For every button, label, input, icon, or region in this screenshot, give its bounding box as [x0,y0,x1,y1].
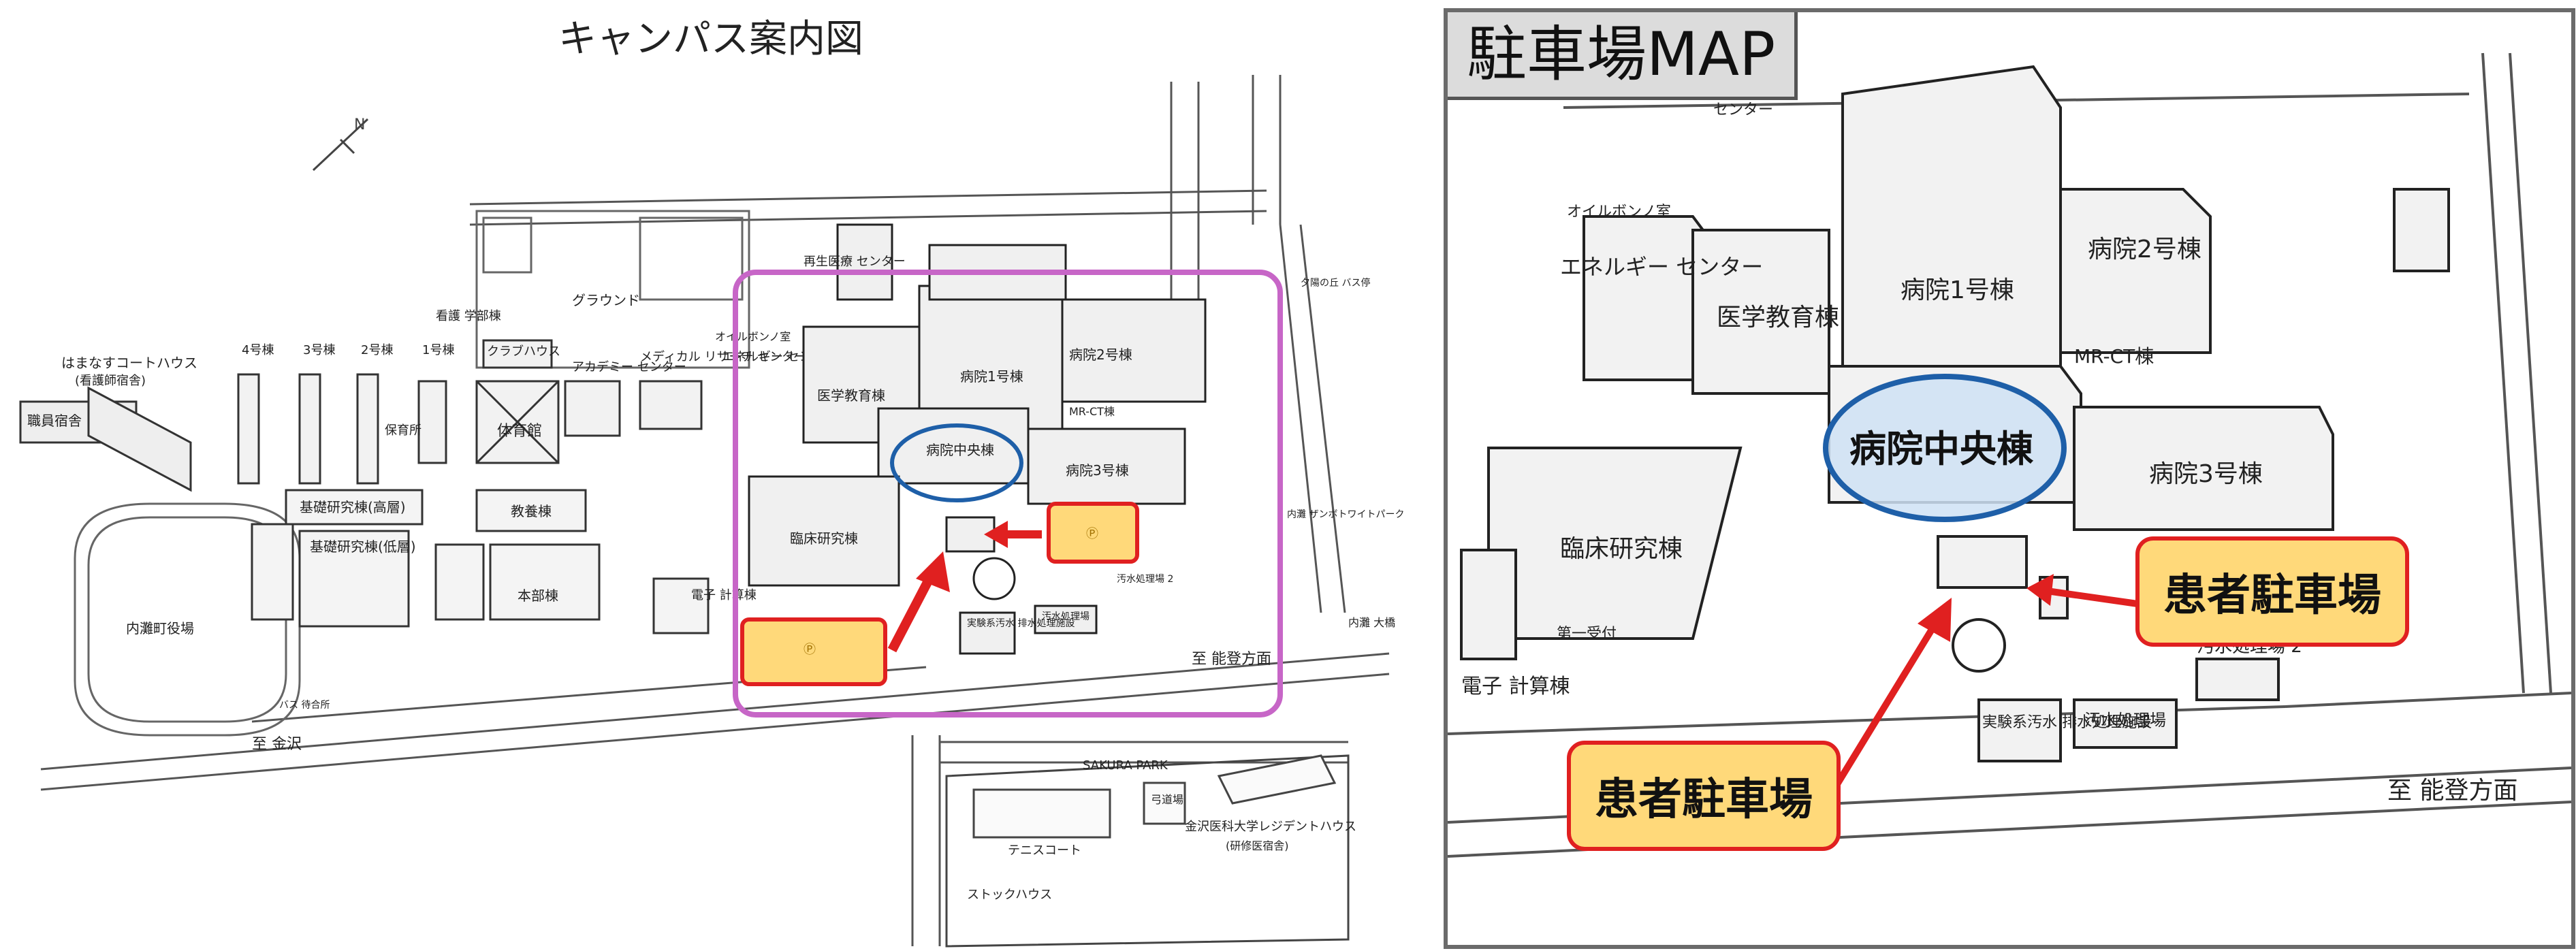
hamanasu-court-building [19,386,192,492]
campus-map-title: キャンパス案内図 [558,17,863,61]
central-building-marker [890,423,1023,502]
numbered-buildings [237,373,447,485]
label-to-kanazawa: 至 金沢 [252,736,302,753]
parking-map-title: 駐車場MAP [1448,12,1798,100]
patient-parking-label-1: 患者駐車場 [1567,741,1841,851]
label-hospital1-left: 病院1号棟 [960,368,1023,385]
label-oil-right: オイルボンノ室 [1567,204,1671,221]
label-ground: グラウンド [572,292,640,308]
label-bus: バス 待合所 [279,700,330,711]
label-resident-sub: (研修医宿舎) [1226,839,1289,852]
parking-arrows [887,521,1042,653]
label-hamanasu: はまなすコートハウス [61,355,197,371]
gym-buildings [475,339,703,464]
patient-parking-marker-1 [740,617,887,686]
label-resident: 金沢医科大学レジデントハウス [1185,820,1356,834]
label-kango: 看護 学部棟 [436,309,501,323]
uchinada-town-office-grounds [74,502,301,737]
label-osui-left: 汚水処理場 [1042,611,1090,622]
label-club: クラブハウス [487,344,560,359]
label-central-left: 病院中央棟 [926,442,994,458]
label-kiso-koso: 基礎研究棟(高層) [300,499,406,515]
patient-parking-label-2: 患者駐車場 [2135,536,2409,647]
label-taiiku: 体育館 [497,423,542,440]
label-central-right: 病院中央棟 [1849,428,2034,470]
admin-buildings [434,489,710,634]
parking-p-icon-1: Ⓟ [804,643,816,657]
svg-text:N: N [354,116,365,133]
label-to-noto-right: 至 能登方面 [2387,777,2517,805]
label-jikken-right: 実験系汚水 排水処理施設 [1982,714,2152,731]
label-igaku-left: 医学教育棟 [817,387,885,404]
basic-research-buildings [251,489,424,628]
parking-p-icon-2: Ⓟ [1086,527,1098,541]
label-uchinada-office: 内灘町役場 [126,620,194,636]
label-osui2-left: 汚水処理場 2 [1117,574,1173,585]
label-no4: 4号棟 [242,343,274,357]
label-mrct-right: MR-CT棟 [2074,345,2154,368]
label-kiso-teiso: 基礎研究棟(低層) [310,538,416,555]
label-hospital1-right: 病院1号棟 [1901,276,2014,304]
hospital-complex [748,223,1207,655]
label-hoikusho: 保育所 [385,423,422,438]
label-igaku-right: 医学教育棟 [1717,304,1839,332]
central-building-highlight [1823,374,2067,522]
label-rinsho-left: 臨床研究棟 [790,530,858,547]
parking-map-arrows [1819,574,2143,811]
label-dai1-right: 第一受付 [1557,626,1617,643]
label-no1: 1号棟 [422,343,454,357]
label-saisei: 再生医療 センター [804,255,906,269]
label-denshi-right: 電子 計算棟 [1461,675,1570,698]
label-to-noto-left: 至 能登方面 [1192,651,1271,668]
label-no3: 3号棟 [303,343,335,357]
label-honbu: 本部棟 [518,587,558,604]
label-kyoyo: 教養棟 [511,503,552,519]
north-arrow-icon: N [312,116,369,172]
label-sakura: SAKURA PARK [1083,758,1168,773]
label-staff-dorm: 職員宿舎 [27,413,82,429]
label-hospital2-left: 病院2号棟 [1069,346,1132,363]
label-hospital3-right: 病院3号棟 [2149,460,2263,488]
ground-area [475,210,750,369]
sakura-park-area [945,754,1350,948]
label-academy: アカデミー センター [572,360,686,374]
label-mrct-left: MR-CT棟 [1069,405,1115,418]
campus-map-panel: キャンパス案内図 N [19,17,1405,948]
label-hospital3-left: 病院3号棟 [1066,462,1129,479]
parking-map-drawing: オイルボンノ室 エネルギー センター 医学教育棟 病院1号棟 病院2号棟 MR-… [1448,52,2571,858]
label-no2: 2号棟 [361,343,393,357]
hospital-area-highlight [733,270,1283,718]
label-media: メディカル リサーチ センター [640,350,806,364]
label-tennis: テニスコート [1008,843,1081,858]
label-hamanasu-sub: (看護師宿舎) [75,374,146,388]
label-stock: ストックハウス [967,888,1052,902]
campus-map-drawing: N グラウンド [19,75,1404,948]
label-denshi-left: 電子 計算棟 [691,588,757,602]
label-oil: オイルボンノ室 [715,330,791,343]
label-uchinada-ohashi: 内灘 大橋 [1348,616,1395,629]
label-yume: 夕陽の丘 バス停 [1301,277,1370,289]
label-osui-right: 汚水処理場 [2084,711,2166,730]
label-hospital2-right: 病院2号棟 [2088,236,2201,263]
label-park: 内灘 ザンボトワイトパーク [1287,509,1404,520]
label-center-right: センター [1713,101,1773,118]
parking-map-panel: オイルボンノ室 エネルギー センター 医学教育棟 病院1号棟 病院2号棟 MR-… [1444,8,2575,949]
label-energy-right: エネルギー センター [1560,254,1763,280]
label-kyudo: 弓道場 [1151,793,1183,806]
label-jikken-left: 実験系汚水 排水処理施設 [967,618,1075,629]
label-rinsho-right: 臨床研究棟 [1560,535,1683,563]
road-network [40,75,1390,946]
patient-parking-marker-2 [1047,502,1139,564]
